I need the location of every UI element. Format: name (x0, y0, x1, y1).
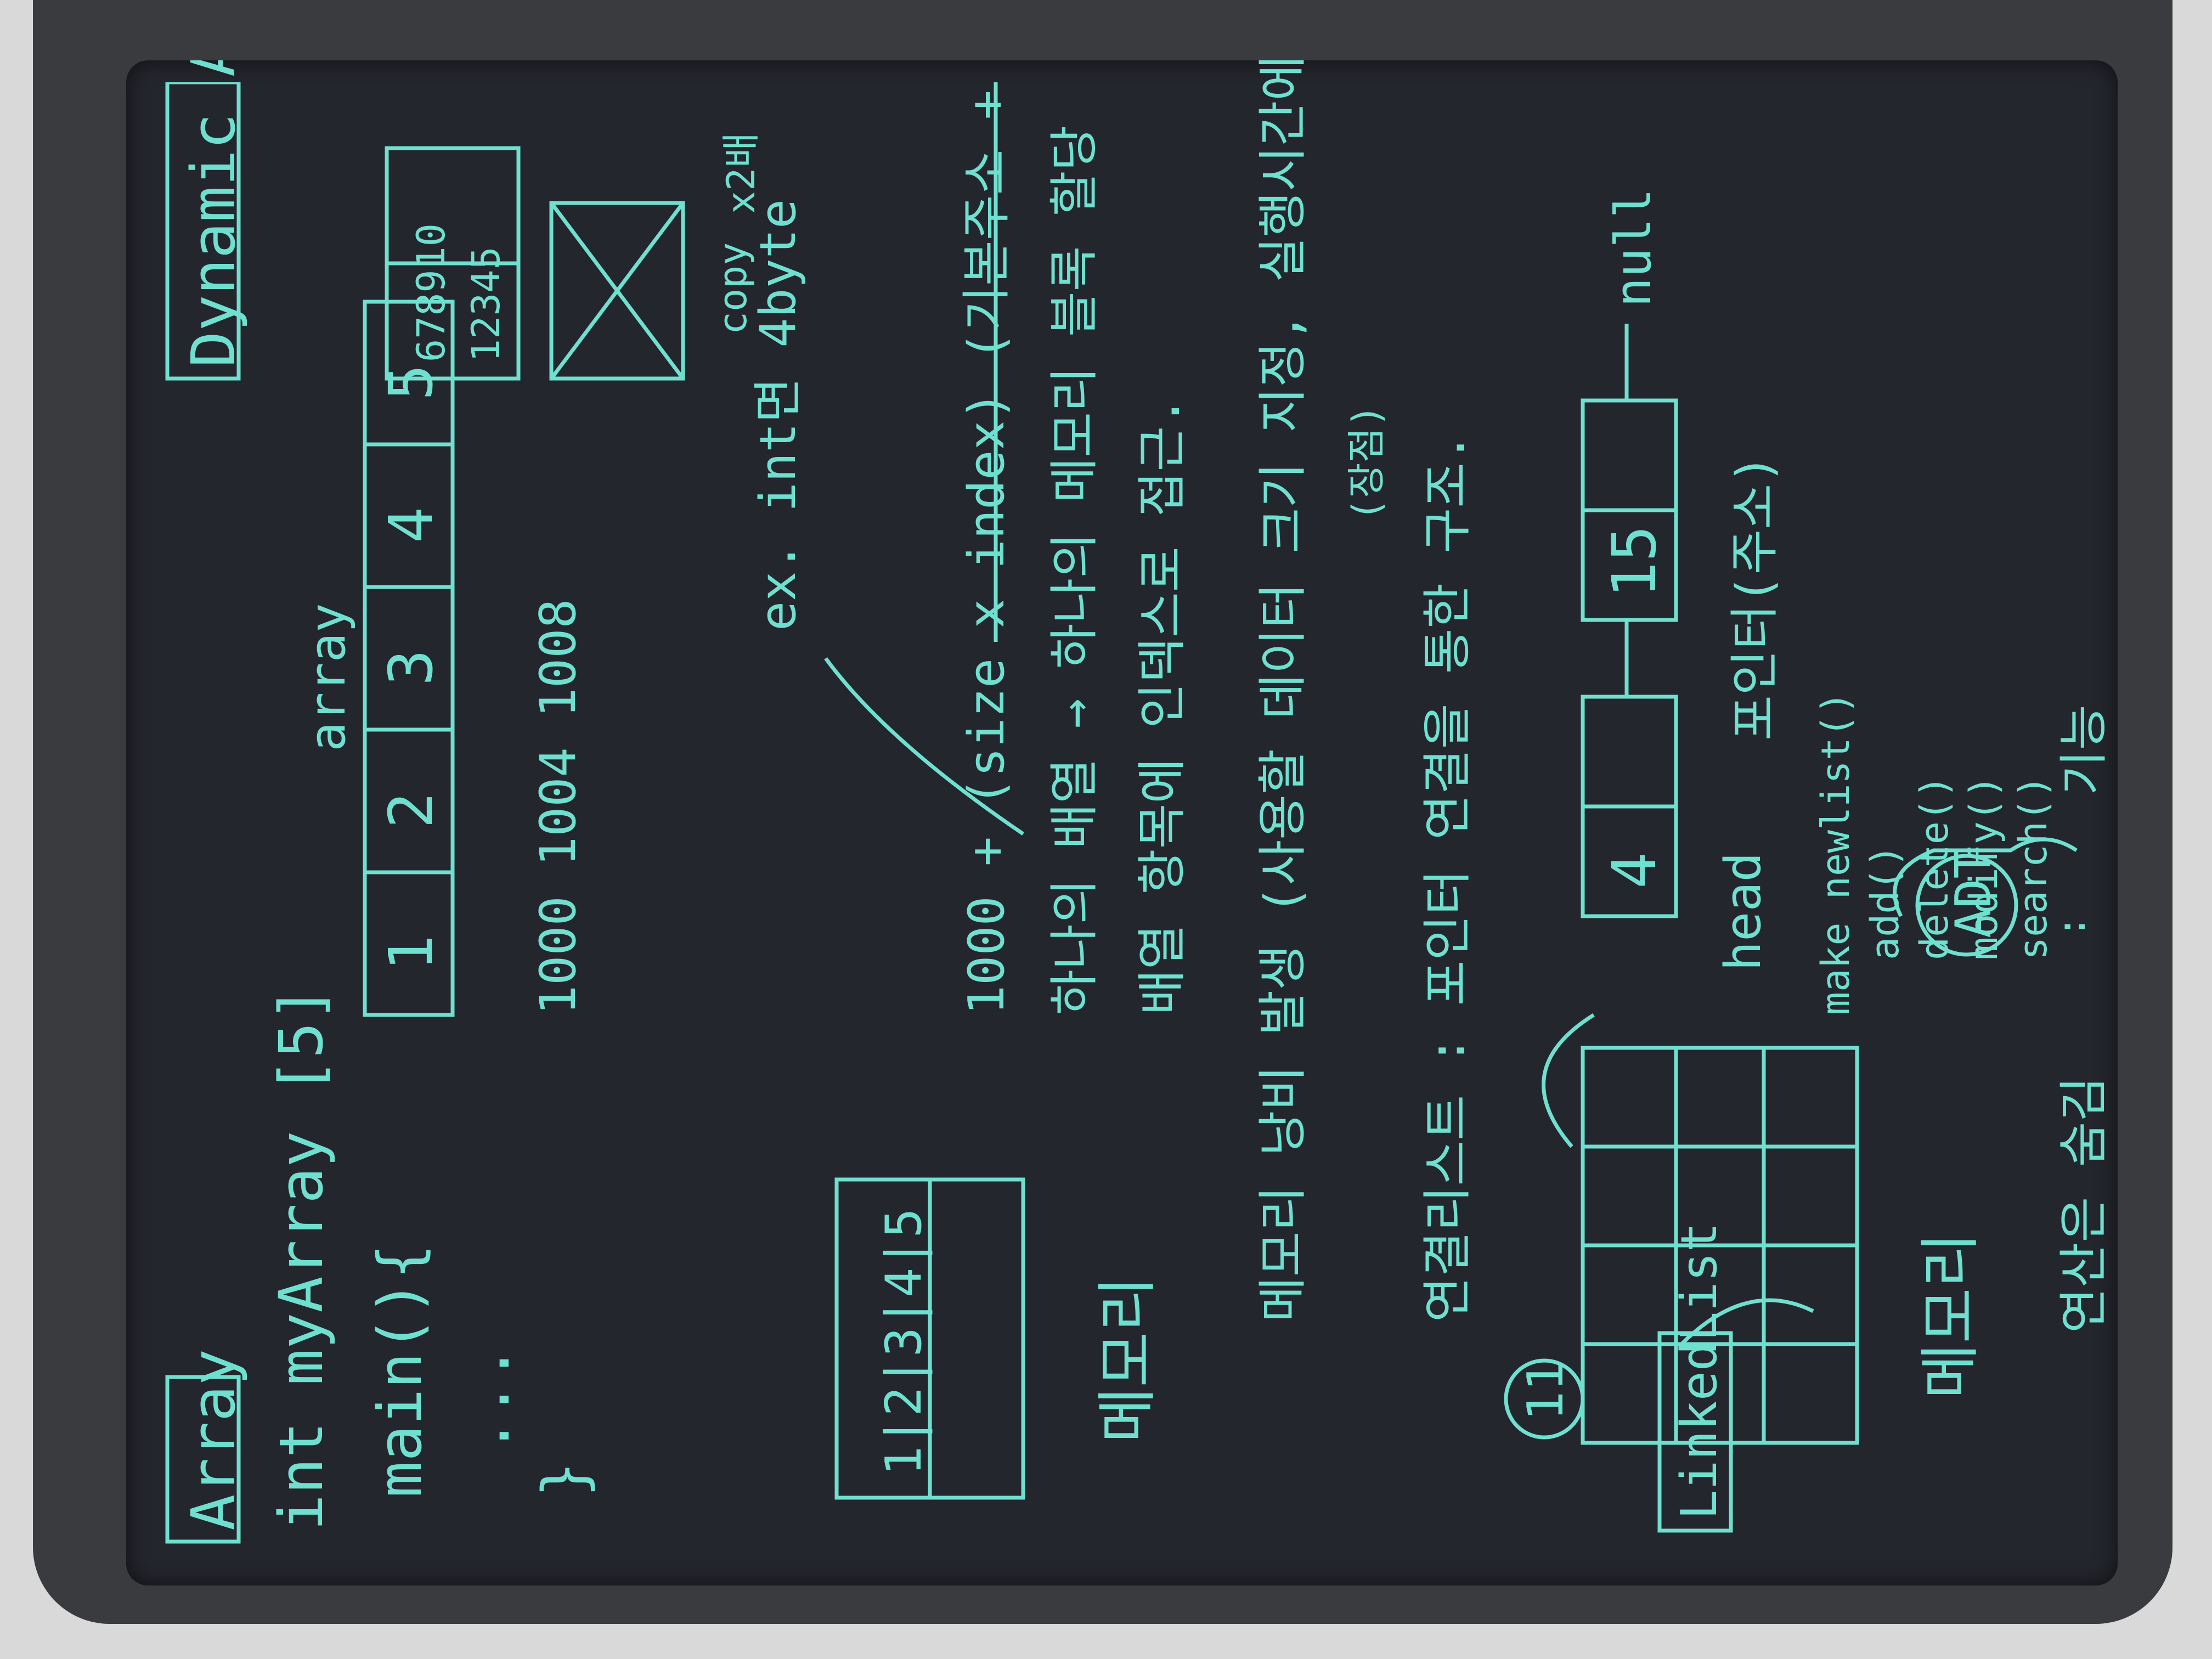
memory-label: 메모리 (1092, 1276, 1163, 1443)
memory-addresses: 1000 1004 1008 (529, 599, 587, 1015)
drawing-tablet: Array Dynamic Array int myArray [5] main… (33, 0, 2172, 1624)
circled-number: 11 (1517, 1361, 1575, 1421)
adt-more: : (2049, 915, 2094, 938)
array-declaration: int myArray [5] (266, 985, 336, 1531)
array-cell-4: 4 (376, 506, 446, 543)
title-array: Array (178, 1348, 249, 1531)
adt-function-label: 기능 (2055, 704, 2113, 795)
note-index-access: 배열 항목에 인덱스로 접근. (1133, 396, 1191, 1015)
double-size-label: x2배 (719, 132, 764, 214)
adt-hidden-note: 연산은 숨김 (2055, 1076, 2113, 1333)
adt-op-add: add() (1863, 844, 1908, 960)
node-value-15: 15 (1599, 525, 1669, 598)
memory-cell-values: 1|2|3|4|5 (875, 1208, 933, 1476)
memory-label-2: 메모리 (1915, 1232, 1985, 1399)
handwritten-notes: Array Dynamic Array int myArray [5] main… (145, 60, 2113, 1564)
sketch-lines (165, 82, 2078, 1544)
array-cell-3: 3 (376, 649, 446, 686)
tablet-screen: Array Dynamic Array int myArray [5] main… (126, 60, 2118, 1585)
ellipsis: ... (453, 1345, 523, 1454)
array-label: array (299, 603, 357, 752)
pointer-label: 포인터(주소) (1726, 454, 1784, 741)
adt-op-modify: modify() (1961, 775, 2006, 960)
null-label: null (1605, 188, 1662, 307)
note-advantage: (장점) (1344, 404, 1389, 521)
node-value-4: 4 (1599, 852, 1669, 889)
closing-brace: } (529, 1461, 600, 1498)
linkedlist-description: 연결리스트 : 포인터 연결을 통한 구조. (1419, 432, 1476, 1322)
array-cell-2: 2 (376, 792, 446, 828)
array-cell-5: 5 (376, 364, 446, 400)
head-label: head (1714, 852, 1772, 971)
adt-op-make: make newlist() (1813, 691, 1858, 1015)
dynamic-block-top: 678910 (409, 223, 454, 362)
linkedlist-title: LinkedList (1671, 1222, 1728, 1520)
note-memory-waste: 메모리 낭비 발생 (사용할 데이터 크기 지정, 실행시간에 변동이 가능) (1254, 60, 1312, 1322)
copy-label: copy (710, 242, 755, 335)
note-one-block: 하나의 배열 → 하나의 메모리 블록 할당 (1046, 125, 1103, 1015)
array-cell-1: 1 (376, 934, 446, 971)
address-formula: 1000 + (size x index) (기본주소 + offset) (958, 60, 1015, 1015)
title-dynamic-array: Dynamic Array (178, 60, 249, 368)
adt-op-delete: delete() (1912, 775, 1957, 960)
main-function: main(){ (365, 1243, 435, 1498)
dynamic-block-mid: 12345 (464, 246, 509, 362)
